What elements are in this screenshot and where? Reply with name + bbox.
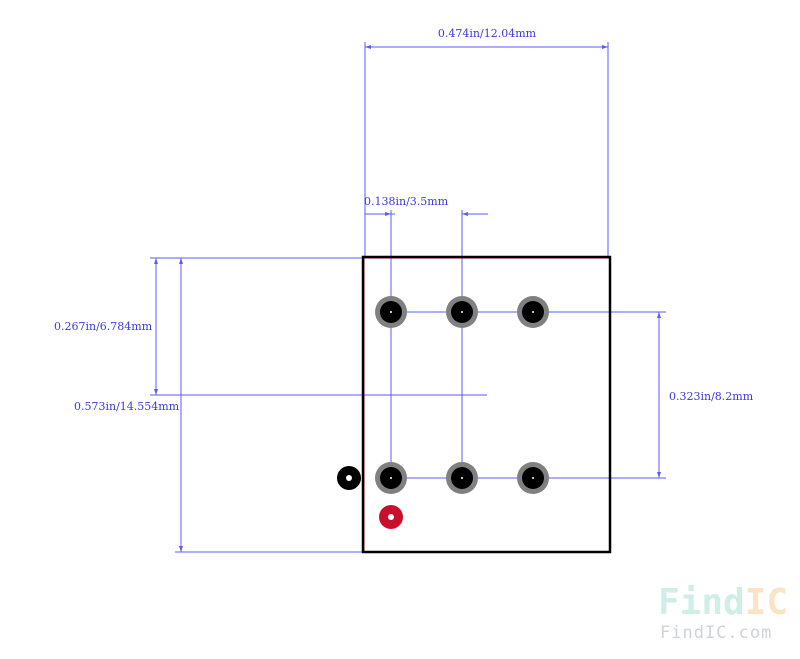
pad	[375, 296, 407, 328]
pin1-marker	[337, 466, 361, 490]
pad	[446, 462, 478, 494]
watermark-site: FindIC.com	[660, 623, 772, 643]
package-outline	[361, 255, 612, 554]
dimension-overall-height: 0.573in/14.554mm	[74, 258, 362, 553]
pad	[375, 462, 407, 494]
dimension-label-overall-height: 0.573in/14.554mm	[74, 400, 180, 413]
origin-marker	[379, 505, 403, 529]
svg-text:FindIC: FindIC	[658, 582, 788, 623]
watermark-logo-ic: IC	[745, 582, 788, 623]
watermark-logo-find: Find	[658, 582, 745, 623]
pad	[517, 462, 549, 494]
pad	[446, 296, 478, 328]
dimension-row-offset: 0.267in/6.784mm	[54, 257, 487, 396]
findic-watermark: FindIC FindIC.com	[658, 582, 788, 643]
dimension-label-pad-pitch: 0.138in/3.5mm	[364, 195, 449, 208]
pad-array	[375, 296, 549, 494]
pad	[517, 296, 549, 328]
dimension-pad-pitch: 0.138in/3.5mm	[364, 195, 488, 480]
dimension-label-overall-width: 0.474in/12.04mm	[438, 27, 537, 40]
dimension-label-row-offset: 0.267in/6.784mm	[54, 320, 153, 333]
dimension-label-row-spacing: 0.323in/8.2mm	[669, 390, 754, 403]
dimension-overall-width: 0.474in/12.04mm	[364, 27, 609, 258]
